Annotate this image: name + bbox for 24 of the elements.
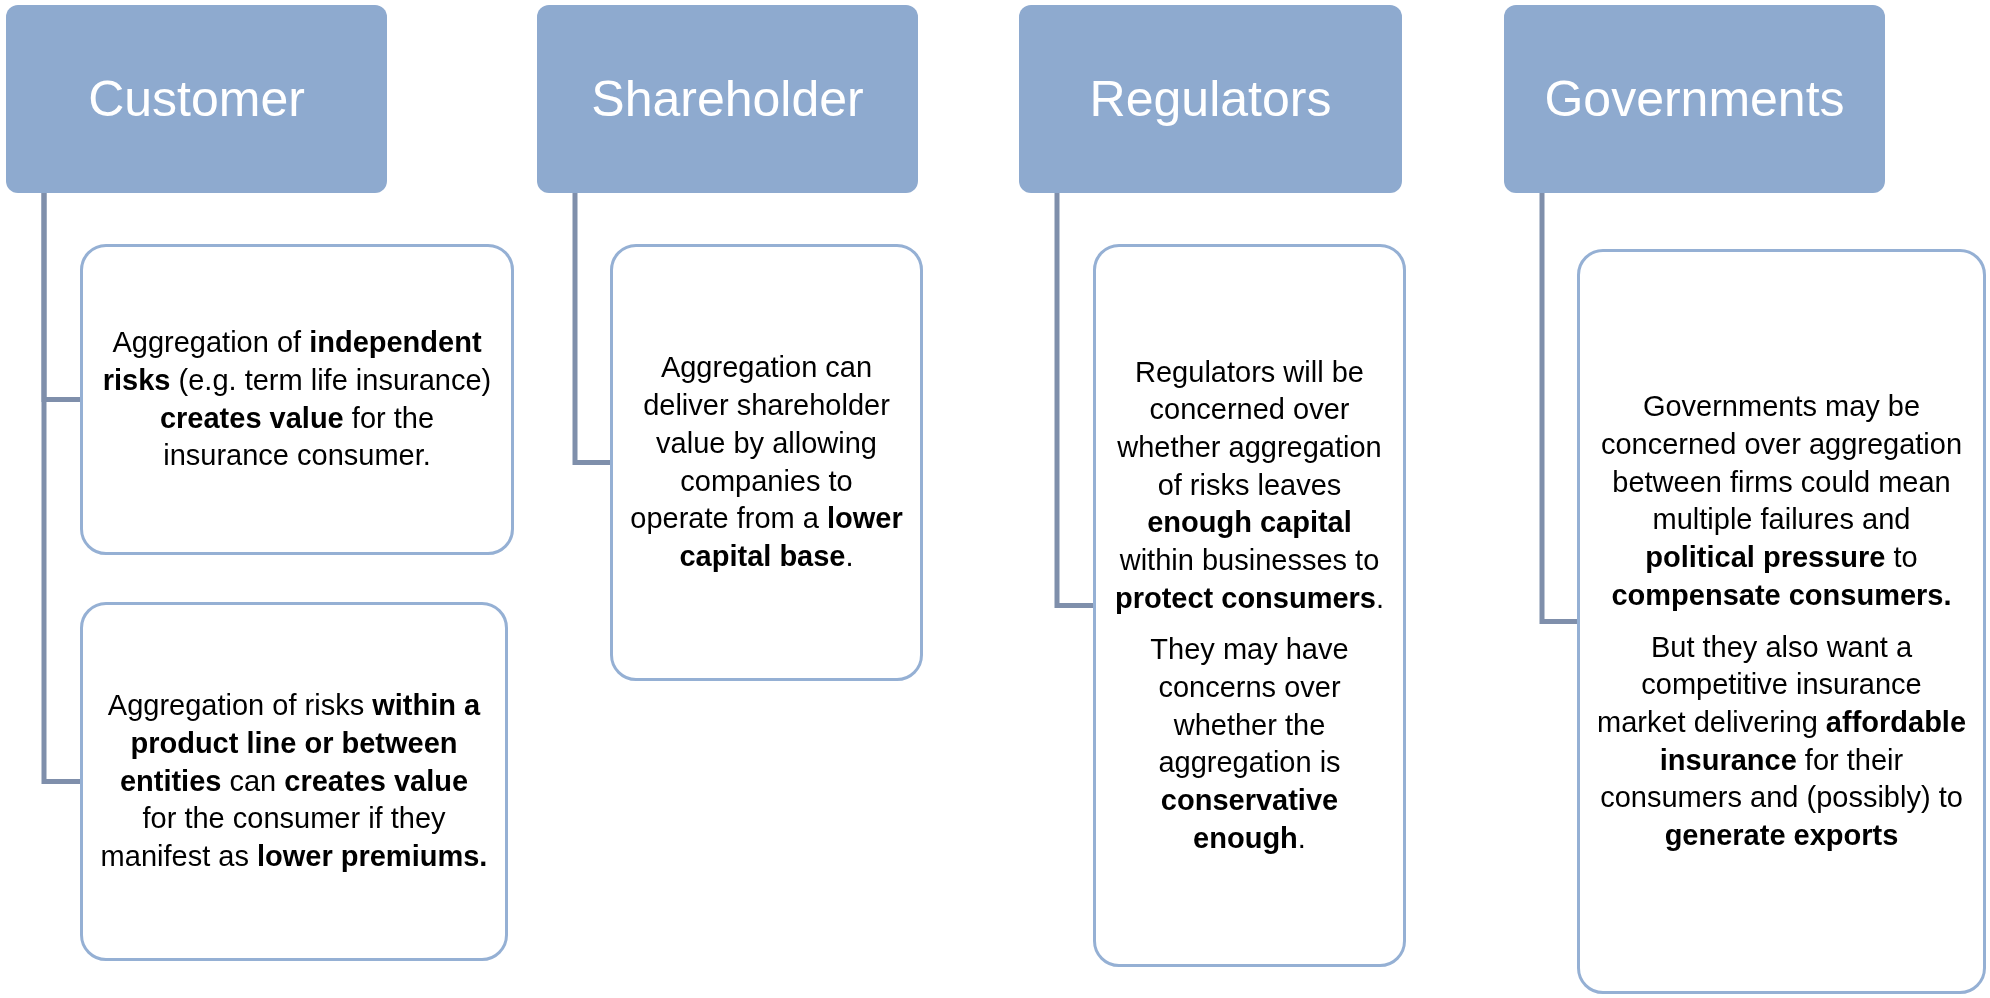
description-text: Aggregation can deliver shareholder value by allowing companies to operate from a lower capital base.	[629, 350, 904, 574]
text-box	[80, 244, 514, 555]
header-box	[6, 5, 387, 193]
text-box	[1093, 244, 1406, 967]
description-text: Aggregation of risks within a product line or between entities can creates value for the consumer if they manifest as lower premiums.	[99, 688, 489, 875]
header-box	[537, 5, 918, 193]
header-text: Governments	[1544, 70, 1845, 128]
description-text: Aggregation of independent risks (e.g. term life insurance) creates value for the insurance consumer.	[101, 325, 493, 474]
description-text: Regulators will be concerned over whether aggregation of risks leaves enough capital within businesses to protect consumers.	[1113, 354, 1386, 616]
description-text: But they also want a competitive insurance market delivering affordable insurance for their consumers and (possibly) to generate exports	[1596, 629, 1967, 853]
header-box	[1504, 5, 1885, 193]
description-text: They may have concerns over whether the aggregation is conservative enough.	[1149, 632, 1350, 856]
header-box	[1019, 5, 1402, 193]
description-text: Governments may be concerned over aggregation between firms could mean multiple failures and political pressure to compensate consumers.	[1599, 389, 1964, 613]
header-text: Regulators	[1089, 70, 1332, 128]
connector-line	[572, 193, 610, 465]
header-text: Customer	[88, 70, 305, 128]
connector-line	[41, 193, 80, 784]
text-box	[1577, 249, 1986, 994]
connector-line	[1539, 193, 1577, 624]
connector-line	[1054, 193, 1093, 608]
text-box	[610, 244, 923, 681]
header-text: Shareholder	[591, 70, 864, 128]
text-box	[80, 602, 508, 961]
